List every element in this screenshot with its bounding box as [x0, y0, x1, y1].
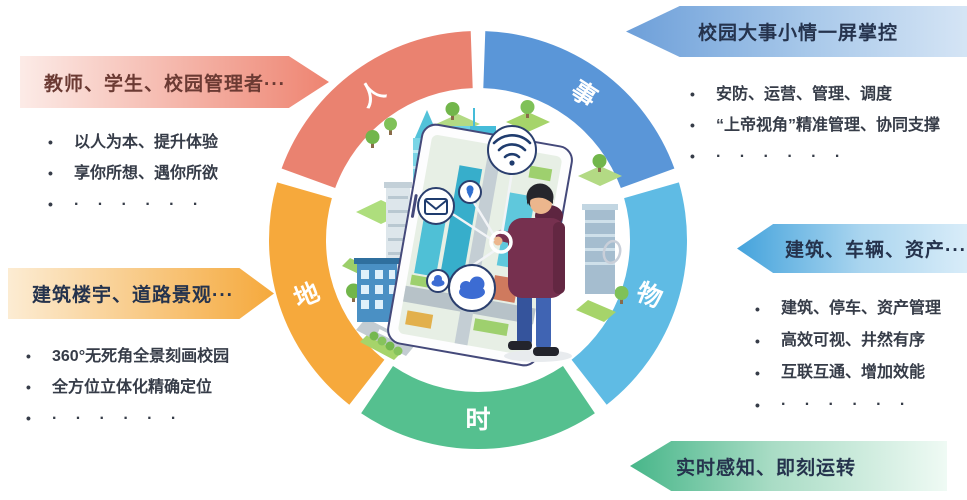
cloud-icon: [448, 264, 496, 312]
time-banner: 实时感知、即刻运转: [630, 441, 947, 491]
things-banner: 建筑、车辆、资产···: [737, 224, 967, 273]
trees: [346, 100, 629, 356]
ring-segment-people: [281, 31, 473, 189]
list-item: 高效可视、井然有序: [751, 325, 941, 357]
list-item: “上帝视角”精准管理、协同支撑: [686, 110, 940, 141]
list-item: 全方位立体化精确定位: [22, 372, 229, 403]
person-leg: [536, 286, 551, 350]
mail-icon: [417, 187, 455, 225]
list-item: 以人为本、提升体验: [44, 127, 218, 158]
people-banner: 教师、学生、校园管理者···: [20, 56, 329, 108]
people-banner-label: 教师、学生、校园管理者···: [44, 73, 286, 95]
list-item: 安防、运营、管理、调度: [686, 79, 940, 110]
list-item: 建筑、停车、资产管理: [751, 293, 941, 325]
road: [356, 318, 416, 356]
list-item: 享你所想、遇你所欲: [44, 158, 218, 189]
wifi-icon: [487, 125, 537, 175]
list-item: 互联互通、增加效能: [751, 357, 941, 389]
location-pin-icon: [458, 180, 482, 204]
time-banner-label: 实时感知、即刻运转: [676, 457, 857, 479]
events-benefits-list: 安防、运营、管理、调度 “上帝视角”精准管理、协同支撑 · · · · · ·: [686, 79, 940, 172]
people-benefits-list: 以人为本、提升体验 享你所想、遇你所欲 · · · · · ·: [44, 127, 218, 220]
five-elements-ring: 人事物时地: [269, 31, 687, 449]
place-banner-label: 建筑楼宇、道路景观···: [32, 285, 234, 306]
ring-segment-things: [571, 182, 687, 405]
icon-connectors: [450, 171, 514, 268]
city-greenery: [342, 100, 629, 360]
things-benefits-list: 建筑、停车、资产管理 高效可视、井然有序 互联互通、增加效能 · · · · ·…: [751, 293, 941, 421]
small-cloud-icon: [426, 269, 450, 293]
center-illustration: [342, 100, 629, 367]
place-benefits-list: 360°无死角全景刻画校园 全方位立体化精确定位 · · · · · ·: [22, 341, 229, 434]
things-banner-label: 建筑、车辆、资产···: [785, 240, 967, 261]
iot-icons: [417, 125, 622, 312]
list-item-ellipsis: · · · · · ·: [751, 389, 941, 421]
person-shoe: [533, 347, 559, 356]
events-banner: 校园大事小情一屏掌控: [626, 6, 967, 57]
list-item-ellipsis: · · · · · ·: [22, 403, 229, 434]
ring-segment-events: [483, 31, 675, 189]
ring-segment-place: [269, 182, 385, 405]
person: [493, 183, 572, 362]
list-item: 360°无死角全景刻画校园: [22, 341, 229, 372]
ring-label-time: 时: [465, 406, 490, 434]
touch-ring: [489, 230, 513, 254]
right-tower: [582, 204, 618, 294]
tablet-side-button: [410, 194, 418, 218]
place-banner: 建筑楼宇、道路景观···: [8, 268, 274, 319]
decor-ellipse: [602, 239, 622, 265]
events-banner-label: 校园大事小情一屏掌控: [698, 23, 899, 44]
person-shoe: [508, 341, 532, 350]
list-item-ellipsis: · · · · · ·: [44, 189, 218, 220]
person-hand: [493, 236, 503, 246]
ring-segment-time: [361, 366, 595, 449]
person-leg: [517, 284, 532, 346]
list-item-ellipsis: · · · · · ·: [686, 141, 940, 172]
